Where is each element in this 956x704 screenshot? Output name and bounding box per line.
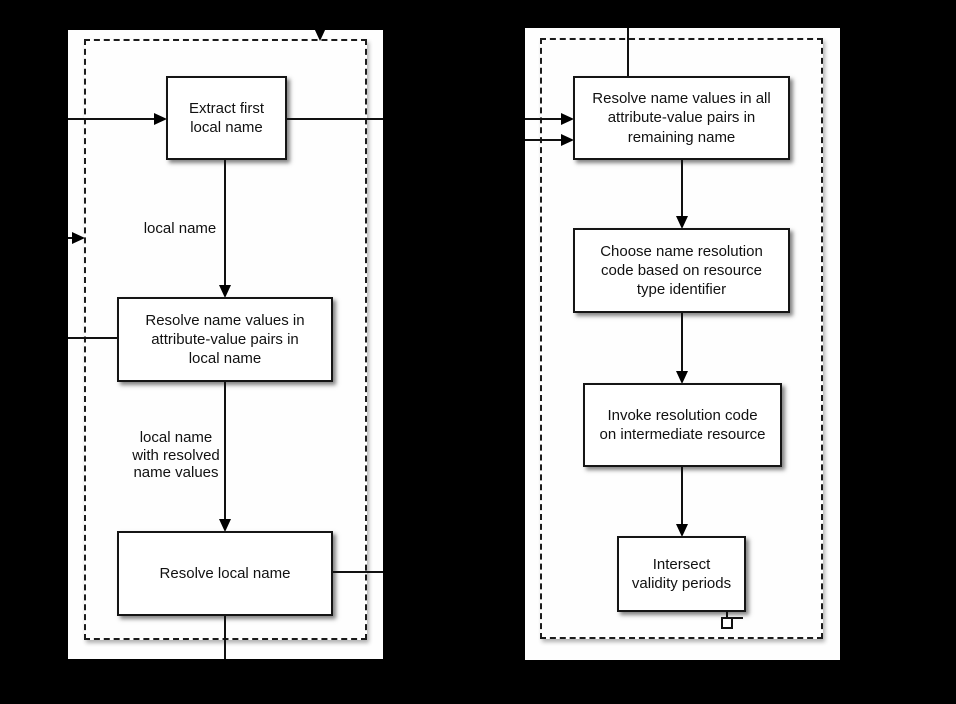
arrowhead-right-icon xyxy=(72,232,85,244)
flow-box-choose-name-resolution-code: Choose name resolution code based on res… xyxy=(573,228,790,313)
flow-box-intersect-validity-periods: Intersect validity periods xyxy=(617,536,746,612)
connector-line xyxy=(68,337,117,339)
connector-line xyxy=(224,382,226,520)
connector-line xyxy=(525,139,562,141)
connector-line xyxy=(224,160,226,286)
arrowhead-right-icon xyxy=(561,113,574,125)
flow-box-invoke-resolution-code: Invoke resolution code on intermediate r… xyxy=(583,383,782,467)
flow-box-resolve-name-values-local: Resolve name values in attribute-value p… xyxy=(117,297,333,382)
connector-line xyxy=(287,118,383,120)
arrowhead-down-icon xyxy=(314,28,326,41)
arrowhead-right-icon xyxy=(154,113,167,125)
arrowhead-down-icon xyxy=(676,216,688,229)
connector-line xyxy=(224,616,226,659)
arrowhead-down-icon xyxy=(219,285,231,298)
edge-label-local-name: local name xyxy=(143,220,217,237)
arrowhead-right-icon xyxy=(561,134,574,146)
flow-box-extract-first-local-name: Extract first local name xyxy=(166,76,287,160)
connector-line xyxy=(333,571,383,573)
arrowhead-down-icon xyxy=(219,519,231,532)
connector-line xyxy=(68,118,155,120)
connector-line xyxy=(68,237,75,239)
right-dashed-boundary xyxy=(540,38,823,639)
arrowhead-down-icon xyxy=(676,524,688,537)
connector-line xyxy=(525,118,562,120)
arrowhead-down-icon xyxy=(676,371,688,384)
connector-line xyxy=(627,28,629,76)
connector-line xyxy=(681,313,683,372)
anchor-port-icon xyxy=(721,617,733,629)
flow-box-resolve-name-values-remaining: Resolve name values in all attribute-val… xyxy=(573,76,790,160)
anchor-port-icon xyxy=(726,611,728,619)
connector-line xyxy=(681,160,683,217)
connector-line xyxy=(681,467,683,525)
flow-box-resolve-local-name: Resolve local name xyxy=(117,531,333,616)
anchor-port-icon xyxy=(733,617,743,619)
edge-label-resolved-name-values: local name with resolved name values xyxy=(132,429,220,481)
